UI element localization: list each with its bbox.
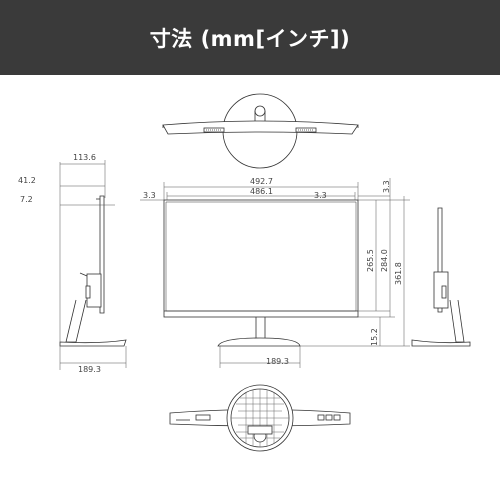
dim-stand-gap: 15.2 <box>370 328 379 346</box>
dim-total-depth: 113.6 <box>73 153 96 162</box>
dim-base-depth-side: 189.3 <box>78 365 101 374</box>
dim-right-bezel: 3.3 <box>314 191 327 200</box>
technical-drawing-svg: 113.6 41.2 7.2 189.3 492.7 486.1 3.3 3.3… <box>18 93 471 452</box>
bottom-view <box>169 384 351 452</box>
side-view-right <box>411 207 471 347</box>
top-view <box>162 93 359 169</box>
front-view <box>163 199 359 347</box>
dim-panel-depth: 41.2 <box>18 176 36 185</box>
dim-screen-width: 486.1 <box>250 187 273 196</box>
dim-panel-height: 284.0 <box>380 249 389 272</box>
dim-overall-width: 492.7 <box>250 177 273 186</box>
dim-base-depth-front: 189.3 <box>266 357 289 366</box>
dim-overall-height: 361.8 <box>394 262 403 285</box>
side-left-dimensions <box>59 160 127 370</box>
dim-top-bezel: 3.3 <box>382 180 391 193</box>
front-dimensions <box>140 178 410 368</box>
dim-left-bezel: 3.3 <box>143 191 156 200</box>
dimension-drawing: 113.6 41.2 7.2 189.3 492.7 486.1 3.3 3.3… <box>0 75 500 500</box>
side-view-left <box>59 195 127 347</box>
page-title: 寸法 (mm[インチ]) <box>149 26 351 51</box>
dim-thin-depth: 7.2 <box>20 195 33 204</box>
header-bar: 寸法 (mm[インチ]) <box>0 0 500 75</box>
base-grid <box>231 389 289 447</box>
dim-screen-height: 265.5 <box>366 249 375 272</box>
